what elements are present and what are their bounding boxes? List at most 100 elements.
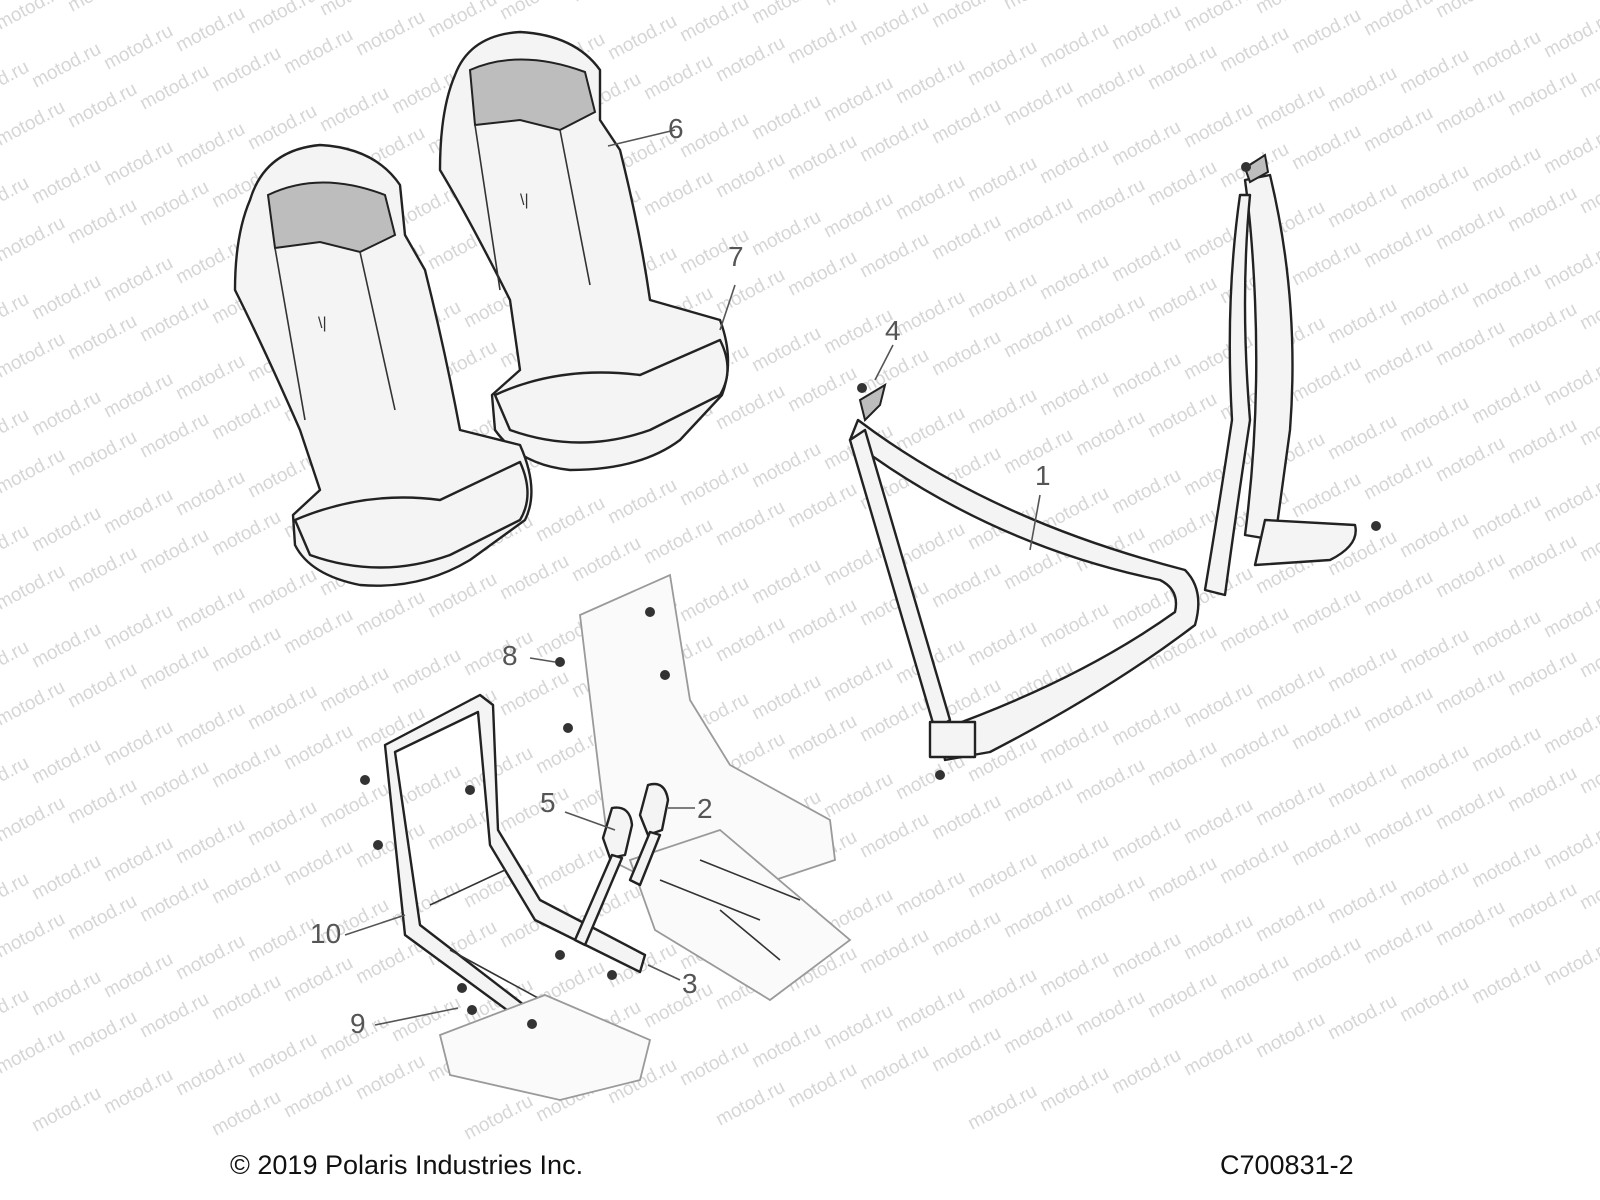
seat-belt-assembly[interactable]	[848, 153, 1381, 780]
watermark-text: motod.ru	[208, 391, 284, 445]
watermark-text: motod.ru	[1540, 125, 1600, 179]
watermark-text: motod.ru	[1108, 813, 1184, 867]
watermark-text: motod.ru	[1180, 911, 1256, 965]
watermark-text: motod.ru	[1468, 607, 1544, 661]
seat-rear[interactable]: \|	[438, 30, 730, 472]
watermark-text: motod.ru	[136, 989, 212, 1043]
watermark-text: motod.ru	[1360, 103, 1436, 157]
callout-5: 5	[540, 787, 556, 818]
bolt	[373, 840, 383, 850]
watermark-text: motod.ru	[1576, 629, 1600, 683]
watermark-text: motod.ru	[892, 867, 968, 921]
bolt	[607, 970, 617, 980]
watermark-text: motod.ru	[424, 0, 500, 42]
watermark-text: motod.ru	[64, 775, 140, 829]
watermark-text: motod.ru	[1252, 0, 1328, 18]
watermark-text: motod.ru	[568, 533, 644, 587]
watermark-text: motod.ru	[892, 287, 968, 341]
watermark-text: motod.ru	[1504, 763, 1580, 817]
seat-frame[interactable]	[360, 607, 670, 1101]
bolt	[465, 785, 475, 795]
watermark-text: motod.ru	[0, 213, 69, 267]
watermark-text: motod.ru	[388, 0, 464, 2]
watermark-text: motod.ru	[1432, 549, 1508, 603]
callout-1: 1	[1035, 460, 1051, 491]
watermark-text: motod.ru	[1432, 897, 1508, 951]
watermark-text: motod.ru	[388, 645, 464, 699]
watermark-text: motod.ru	[784, 1059, 860, 1113]
bolt	[360, 775, 370, 785]
watermark-text: motod.ru	[892, 983, 968, 1037]
watermark-text: motod.ru	[928, 559, 1004, 613]
watermark-text: motod.ru	[1432, 85, 1508, 139]
watermark-text: motod.ru	[316, 779, 392, 833]
watermark-text: motod.ru	[784, 363, 860, 417]
watermark-text: motod.ru	[964, 269, 1040, 323]
watermark-text: motod.ru	[460, 1091, 536, 1145]
watermark-text: motod.ru	[1288, 353, 1364, 407]
watermark-text: motod.ru	[1000, 77, 1076, 131]
watermark-text: motod.ru	[676, 0, 752, 46]
nut	[857, 383, 867, 393]
watermark-text: motod.ru	[676, 109, 752, 163]
watermark-text: motod.ru	[136, 293, 212, 347]
watermark-text: motod.ru	[1360, 451, 1436, 505]
watermark-text: motod.ru	[1288, 933, 1364, 987]
watermark-text: motod.ru	[748, 1019, 824, 1073]
watermark-text: motod.ru	[64, 659, 140, 713]
watermark-text: motod.ru	[0, 289, 33, 343]
watermark-text: motod.ru	[208, 855, 284, 909]
watermark-text: motod.ru	[1000, 1005, 1076, 1059]
watermark-text: motod.ru	[496, 783, 572, 837]
watermark-text: motod.ru	[640, 979, 716, 1033]
watermark-text: motod.ru	[1288, 701, 1364, 755]
watermark-text: motod.ru	[1360, 799, 1436, 853]
watermark-text: motod.ru	[712, 1077, 788, 1131]
watermark-text: motod.ru	[244, 1029, 320, 1083]
watermark-text: motod.ru	[784, 131, 860, 185]
watermark-text: motod.ru	[1288, 469, 1364, 523]
seat-front[interactable]: \|	[233, 143, 533, 587]
watermark-text: motod.ru	[1396, 741, 1472, 795]
watermark-text: motod.ru	[280, 721, 356, 775]
watermark-text: motod.ru	[352, 819, 428, 873]
watermark-text: motod.ru	[496, 667, 572, 721]
watermark-text: motod.ru	[280, 953, 356, 1007]
watermark-text: motod.ru	[784, 479, 860, 533]
watermark-text: motod.ru	[1432, 0, 1508, 22]
watermark-text: motod.ru	[1108, 465, 1184, 519]
watermark-text: motod.ru	[352, 587, 428, 641]
watermark-text: motod.ru	[820, 0, 896, 10]
watermark-text: motod.ru	[100, 601, 176, 655]
watermark-text: motod.ru	[1432, 665, 1508, 719]
watermark-text: motod.ru	[928, 95, 1004, 149]
watermark-text: motod.ru	[1144, 389, 1220, 443]
watermark-text: motod.ru	[0, 173, 33, 227]
watermark-text: motod.ru	[28, 503, 104, 557]
watermark-text: motod.ru	[172, 467, 248, 521]
watermark-text: motod.ru	[1072, 59, 1148, 113]
watermark-text: motod.ru	[1468, 143, 1544, 197]
watermark-text: motod.ru	[1360, 0, 1436, 40]
belt-retractor	[928, 720, 977, 759]
watermark-text: motod.ru	[856, 925, 932, 979]
watermark-text: motod.ru	[1108, 117, 1184, 171]
watermark-text: motod.ru	[1324, 991, 1400, 1045]
watermark-text: motod.ru	[136, 409, 212, 463]
belt-upper-anchor	[1243, 153, 1270, 184]
seat-belt-buckles[interactable]	[573, 782, 670, 947]
watermark-text: motod.ru	[1324, 295, 1400, 349]
watermark-text: motod.ru	[1432, 433, 1508, 487]
callout-2: 2	[697, 793, 713, 824]
watermark-text: motod.ru	[676, 573, 752, 627]
watermark-text: motod.ru	[712, 265, 788, 319]
watermark-text: motod.ru	[856, 1041, 932, 1095]
watermark-text: motod.ru	[1396, 973, 1472, 1027]
watermark-text: motod.ru	[1540, 241, 1600, 295]
watermark-text: motod.ru	[568, 0, 644, 6]
watermark-text: motod.ru	[1360, 567, 1436, 621]
watermark-text: motod.ru	[532, 493, 608, 547]
watermark-text: motod.ru	[1072, 755, 1148, 809]
watermark-text: motod.ru	[64, 195, 140, 249]
watermark-text: motod.ru	[0, 869, 33, 923]
